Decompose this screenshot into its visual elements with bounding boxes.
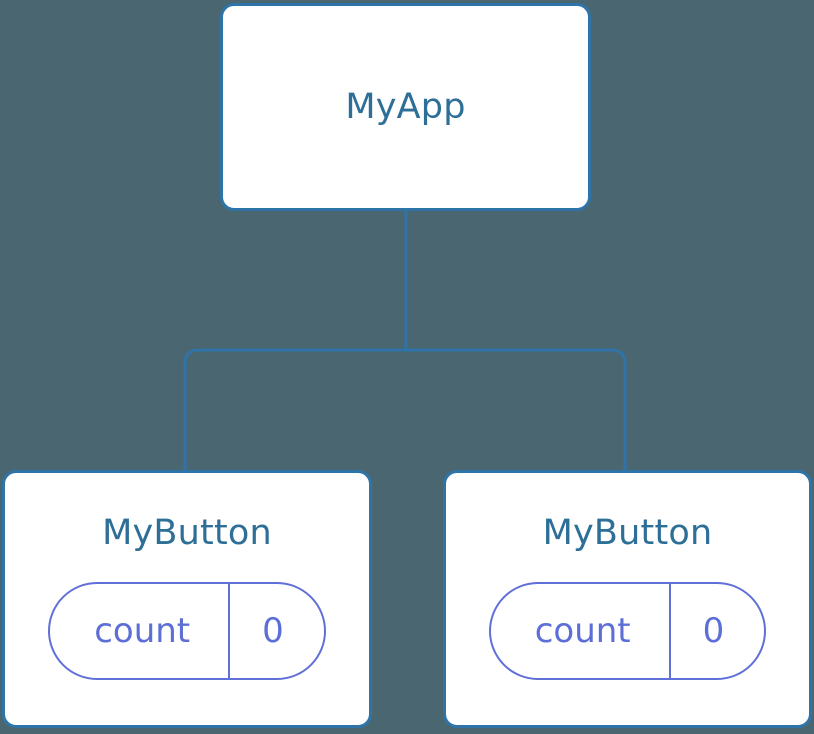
- state-key: count: [94, 611, 191, 651]
- state-pill-divider: [668, 584, 671, 678]
- node-mybutton-left[interactable]: MyButton count 0: [2, 470, 372, 728]
- node-title: MyApp: [345, 86, 466, 127]
- node-mybutton-right[interactable]: MyButton count 0: [443, 470, 812, 728]
- node-myapp[interactable]: MyApp: [220, 3, 591, 211]
- node-title: MyButton: [542, 513, 713, 553]
- edge-root-to-child-right: [406, 348, 627, 470]
- state-value: 0: [702, 611, 725, 651]
- state-pill[interactable]: count 0: [488, 582, 767, 680]
- state-key: count: [534, 611, 631, 651]
- state-pill[interactable]: count 0: [48, 582, 326, 680]
- edge-root-to-child-left: [183, 348, 406, 470]
- node-title: MyButton: [102, 513, 272, 553]
- state-pill-divider: [228, 584, 231, 678]
- state-value: 0: [262, 611, 284, 651]
